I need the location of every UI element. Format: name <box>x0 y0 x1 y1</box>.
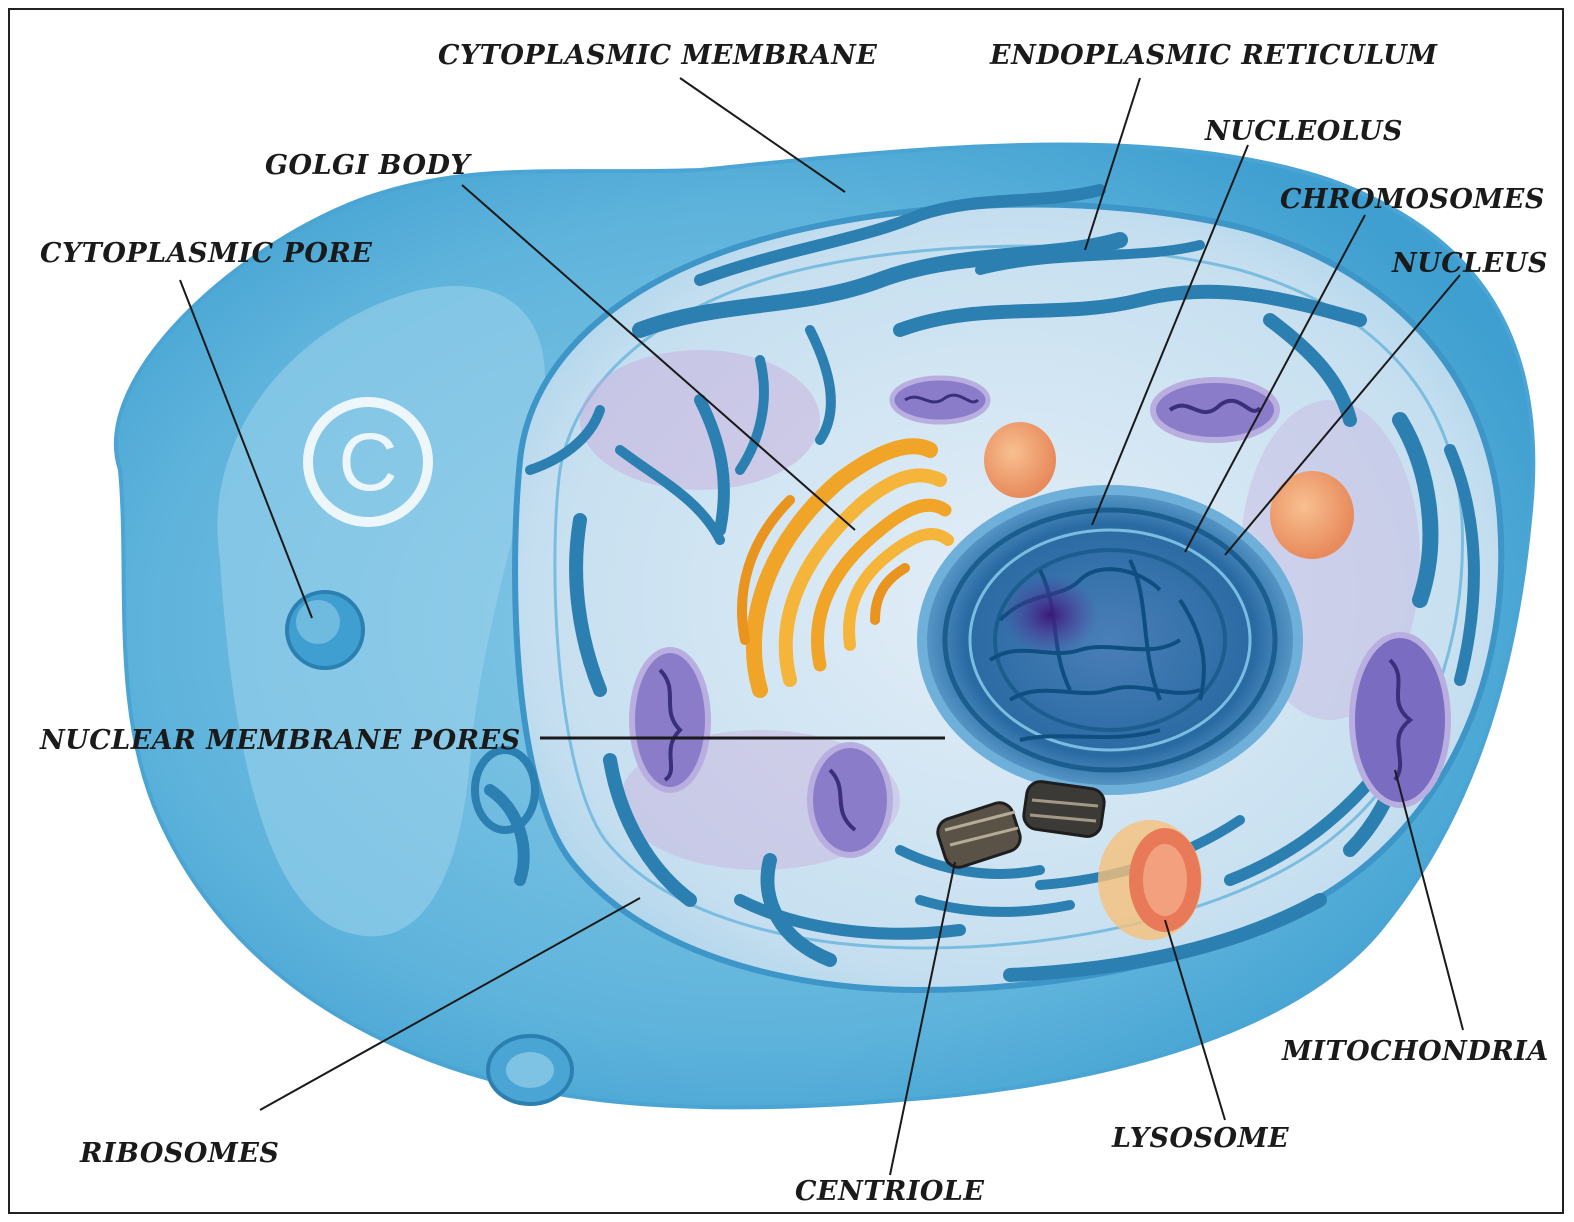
mitochondrion-3 <box>1352 635 1448 805</box>
nucleolus <box>1002 575 1098 655</box>
lysosome <box>1098 820 1202 940</box>
mitochondrion-1 <box>632 650 708 790</box>
label-ribosomes: RIBOSOMES <box>80 1140 279 1167</box>
svg-text:C: C <box>338 417 397 508</box>
label-nucleus: NUCLEUS <box>1392 250 1548 277</box>
label-nucleolus: NUCLEOLUS <box>1205 118 1403 145</box>
label-mitochondria: MITOCHONDRIA <box>1282 1038 1549 1065</box>
mitochondrion-2 <box>810 745 890 855</box>
label-endoplasmic-reticulum: ENDOPLASMIC RETICULUM <box>990 42 1438 69</box>
label-golgi-body: GOLGI BODY <box>265 152 470 179</box>
label-centriole: CENTRIOLE <box>795 1178 985 1205</box>
vesicle-2 <box>1270 471 1354 559</box>
mitochondrion-4 <box>1153 380 1277 440</box>
mitochondrion-5 <box>892 378 988 422</box>
label-cytoplasmic-pore: CYTOPLASMIC PORE <box>40 240 372 267</box>
label-cytoplasmic-membrane: CYTOPLASMIC MEMBRANE <box>438 42 877 69</box>
vesicle-1 <box>984 422 1056 498</box>
label-chromosomes: CHROMOSOMES <box>1280 186 1545 213</box>
label-lysosome: LYSOSOME <box>1112 1125 1289 1152</box>
label-nuclear-membrane-pores: NUCLEAR MEMBRANE PORES <box>40 727 521 754</box>
